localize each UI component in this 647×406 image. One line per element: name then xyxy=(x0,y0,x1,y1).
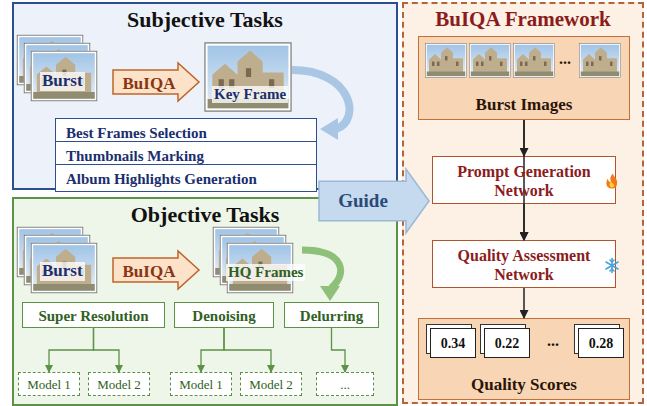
task-box: Super Resolution xyxy=(22,302,165,328)
score-card: 0.34 xyxy=(430,328,476,358)
key-frame-photo xyxy=(205,43,291,111)
model-box: Model 1 xyxy=(18,372,80,396)
method-arrow: BuIQA xyxy=(112,62,200,102)
task-box: Denoising xyxy=(174,302,274,328)
score-card: 0.28 xyxy=(578,328,624,358)
ellipsis: ... xyxy=(547,332,559,350)
node-label: Denoising xyxy=(192,308,255,325)
connector xyxy=(523,288,525,318)
network-box: Quality Assessment Network xyxy=(432,240,616,288)
model-box: ... xyxy=(316,372,374,396)
node-label: BuIQA xyxy=(123,262,190,282)
node-label: 0.28 xyxy=(589,336,614,352)
node-label: Model 1 xyxy=(179,378,223,393)
node-label: Best Frames Selection xyxy=(66,125,207,142)
node-label: Guide xyxy=(338,190,410,212)
node-label: Super Resolution xyxy=(38,308,148,325)
method-arrow: BuIQA xyxy=(112,250,200,290)
node-label: Model 2 xyxy=(97,378,141,393)
output-box: Quality Scores 0.34 0.22 0.28 xyxy=(418,318,630,400)
image-label: Burst xyxy=(40,72,85,91)
burst-photos xyxy=(17,35,97,101)
node-label: Model 2 xyxy=(249,378,293,393)
node-label: Thumbnails Marking xyxy=(66,148,204,165)
score-card: 0.22 xyxy=(484,328,530,358)
task-box: Delurring xyxy=(284,302,379,328)
panel-title: BuIQA Framework xyxy=(404,7,642,31)
ellipsis: ... xyxy=(559,50,571,68)
hq-frame-photos xyxy=(213,227,293,293)
node-label: Quality Scores xyxy=(471,375,577,395)
curved-arrow xyxy=(292,70,349,140)
node-label: Album Highlights Generation xyxy=(66,171,257,188)
connector xyxy=(94,328,120,372)
task-box: Album Highlights Generation xyxy=(55,164,317,192)
connector xyxy=(201,328,224,372)
node-label: Prompt Generation Network xyxy=(445,163,603,200)
model-box: Model 1 xyxy=(170,372,232,396)
node-label: BuIQA xyxy=(123,74,190,94)
image-label: Burst xyxy=(40,262,85,281)
connector xyxy=(224,328,271,372)
node-label: 0.34 xyxy=(441,336,466,352)
node-label: Model 1 xyxy=(27,378,71,393)
thumbnail-photos xyxy=(426,43,621,77)
node-label: Burst Images xyxy=(476,95,573,115)
fire-icon xyxy=(606,174,617,189)
connector xyxy=(523,120,525,240)
node-label: Delurring xyxy=(300,308,363,325)
guide-arrow: Guide xyxy=(318,168,430,234)
burst-photos xyxy=(17,227,97,293)
snowflake-icon xyxy=(606,259,618,273)
connector xyxy=(332,328,346,372)
node-label: 0.22 xyxy=(495,336,520,352)
node-label: ... xyxy=(340,378,350,393)
panel-title: Subjective Tasks xyxy=(14,7,396,32)
curved-arrow xyxy=(302,250,341,301)
model-box: Model 2 xyxy=(240,372,302,396)
connector xyxy=(49,328,94,372)
model-box: Model 2 xyxy=(88,372,150,396)
node-label: Quality Assessment Network xyxy=(445,247,603,284)
image-label: Key Frame xyxy=(212,86,288,103)
network-box: Prompt Generation Network xyxy=(432,156,616,204)
image-label: HQ Frames xyxy=(226,264,305,281)
